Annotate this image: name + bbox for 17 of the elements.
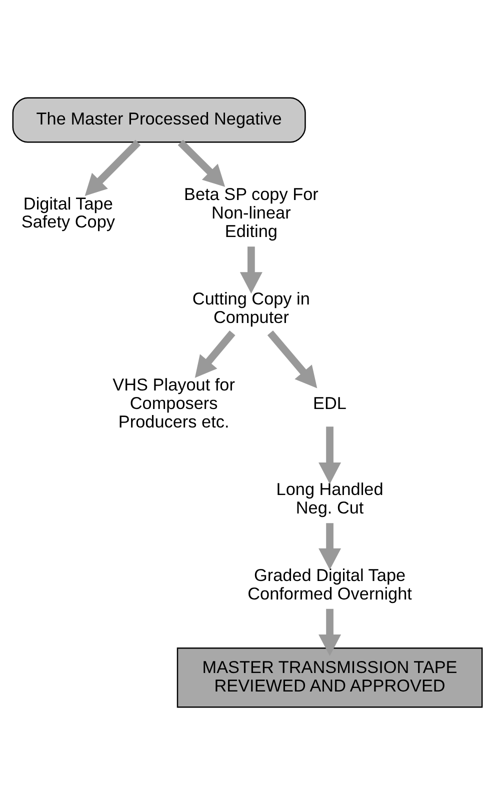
node-text: VHS Playout for Composers Producers etc. xyxy=(112,374,235,431)
node-text: Long Handled Neg. Cut xyxy=(276,478,384,517)
node-text: EDL xyxy=(313,392,347,412)
arrow xyxy=(194,330,236,378)
arrow xyxy=(267,330,318,388)
node-text: Digital Tape Safety Copy xyxy=(21,192,115,232)
arrow xyxy=(178,139,226,186)
node-text: Beta SP copy For Non-linear Editing xyxy=(184,184,318,240)
node-box: The Master Processed Negative xyxy=(12,96,306,142)
arrow xyxy=(318,522,342,570)
arrow xyxy=(318,608,342,656)
arrow xyxy=(84,139,141,196)
node-text: Graded Digital Tape Conformed Overnight xyxy=(248,564,412,603)
arrow xyxy=(240,246,262,294)
arrow xyxy=(318,426,342,484)
node-box: MASTER TRANSMISSION TAPE REVIEWED AND APPROVED xyxy=(176,647,483,708)
node-text: Cutting Copy in Computer xyxy=(192,288,310,326)
